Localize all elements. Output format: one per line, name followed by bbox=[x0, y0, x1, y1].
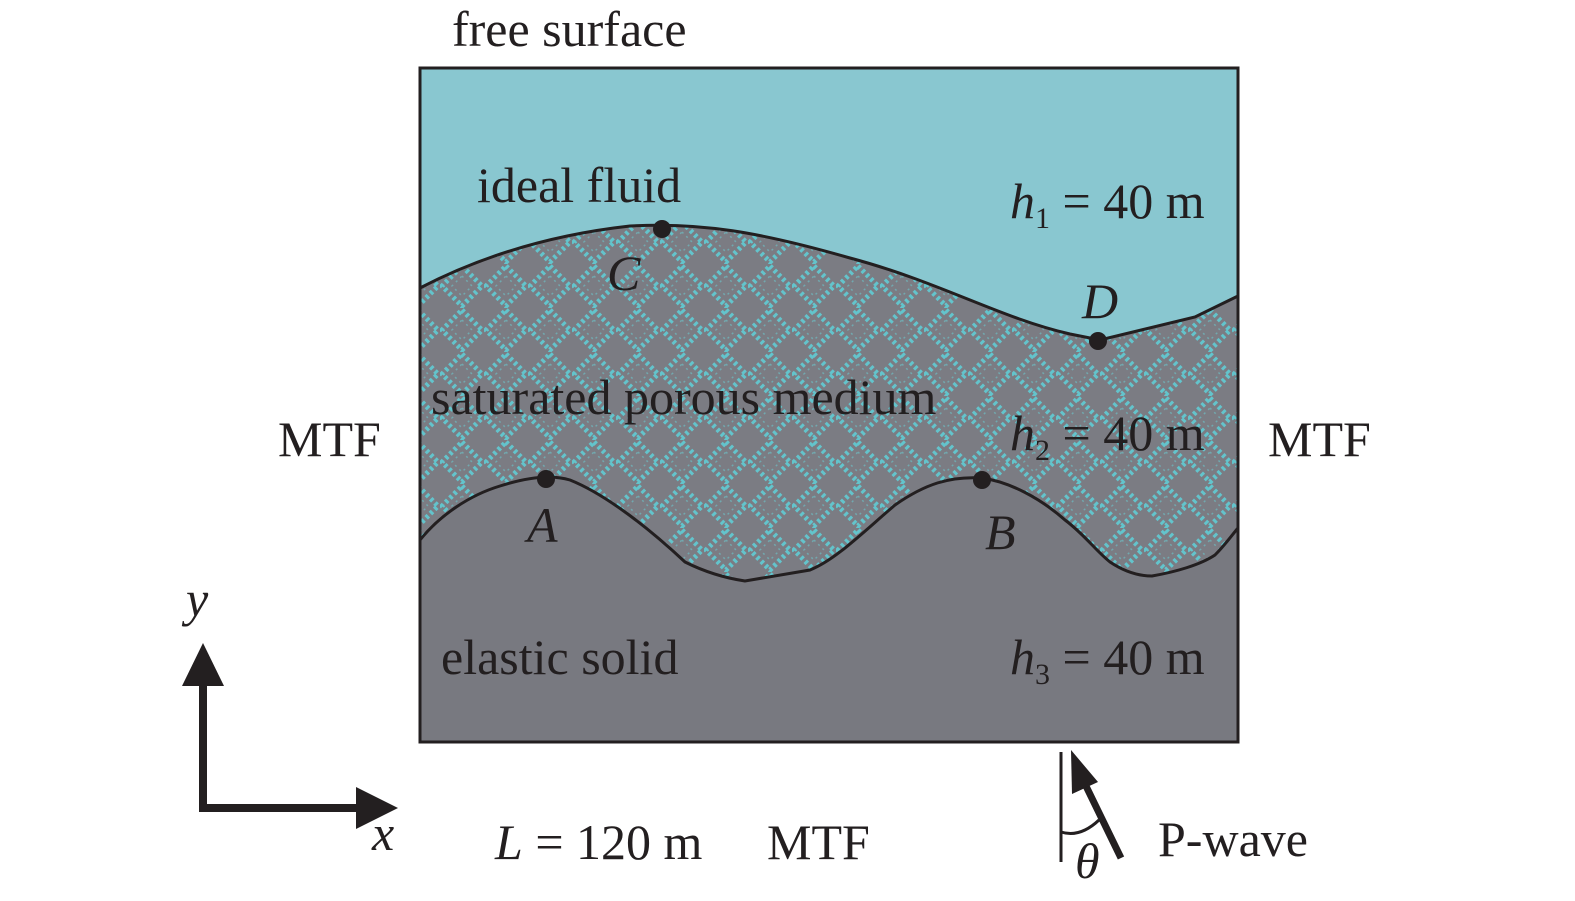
length-label: L = 120 m bbox=[494, 814, 703, 870]
h2-label: h2 = 40 m bbox=[1010, 405, 1205, 467]
fluid-porous-interface bbox=[419, 223, 1239, 342]
p-wave-label: P-wave bbox=[1158, 811, 1308, 867]
point-A-label: A bbox=[524, 497, 558, 553]
x-axis-label: x bbox=[371, 805, 394, 861]
point-B-label: B bbox=[985, 504, 1016, 560]
model-domain-border bbox=[418, 66, 1240, 744]
free-surface-label: free surface bbox=[452, 1, 687, 57]
point-D-marker bbox=[1089, 332, 1107, 350]
point-B-marker bbox=[973, 471, 991, 489]
saturated-porous-medium-label: saturated porous medium bbox=[431, 369, 937, 425]
x-axis-arrowhead bbox=[356, 787, 398, 829]
mtf-bottom-label: MTF bbox=[767, 814, 870, 870]
coordinate-axes: y x bbox=[181, 571, 398, 861]
porous-solid-interface bbox=[418, 475, 1240, 583]
elastic-solid-label: elastic solid bbox=[441, 629, 678, 685]
h1-label: h1 = 40 m bbox=[1010, 173, 1205, 235]
p-wave-ray bbox=[1081, 782, 1125, 860]
point-A-marker bbox=[537, 470, 555, 488]
mtf-right-label: MTF bbox=[1268, 411, 1371, 467]
mtf-left-label: MTF bbox=[278, 411, 381, 467]
h3-label: h3 = 40 m bbox=[1010, 629, 1205, 691]
p-wave-arrowhead bbox=[1071, 750, 1098, 794]
y-axis-label: y bbox=[181, 571, 209, 627]
point-C-label: C bbox=[607, 245, 641, 301]
elastic-solid-layer bbox=[420, 477, 1238, 742]
ideal-fluid-label: ideal fluid bbox=[477, 157, 681, 213]
y-axis-arrowhead bbox=[182, 643, 224, 686]
theta-arc bbox=[1060, 818, 1101, 835]
point-C-marker bbox=[653, 220, 671, 238]
point-D-label: D bbox=[1081, 273, 1118, 329]
p-wave-incidence: θ P-wave bbox=[1059, 750, 1308, 889]
theta-label: θ bbox=[1075, 833, 1100, 889]
